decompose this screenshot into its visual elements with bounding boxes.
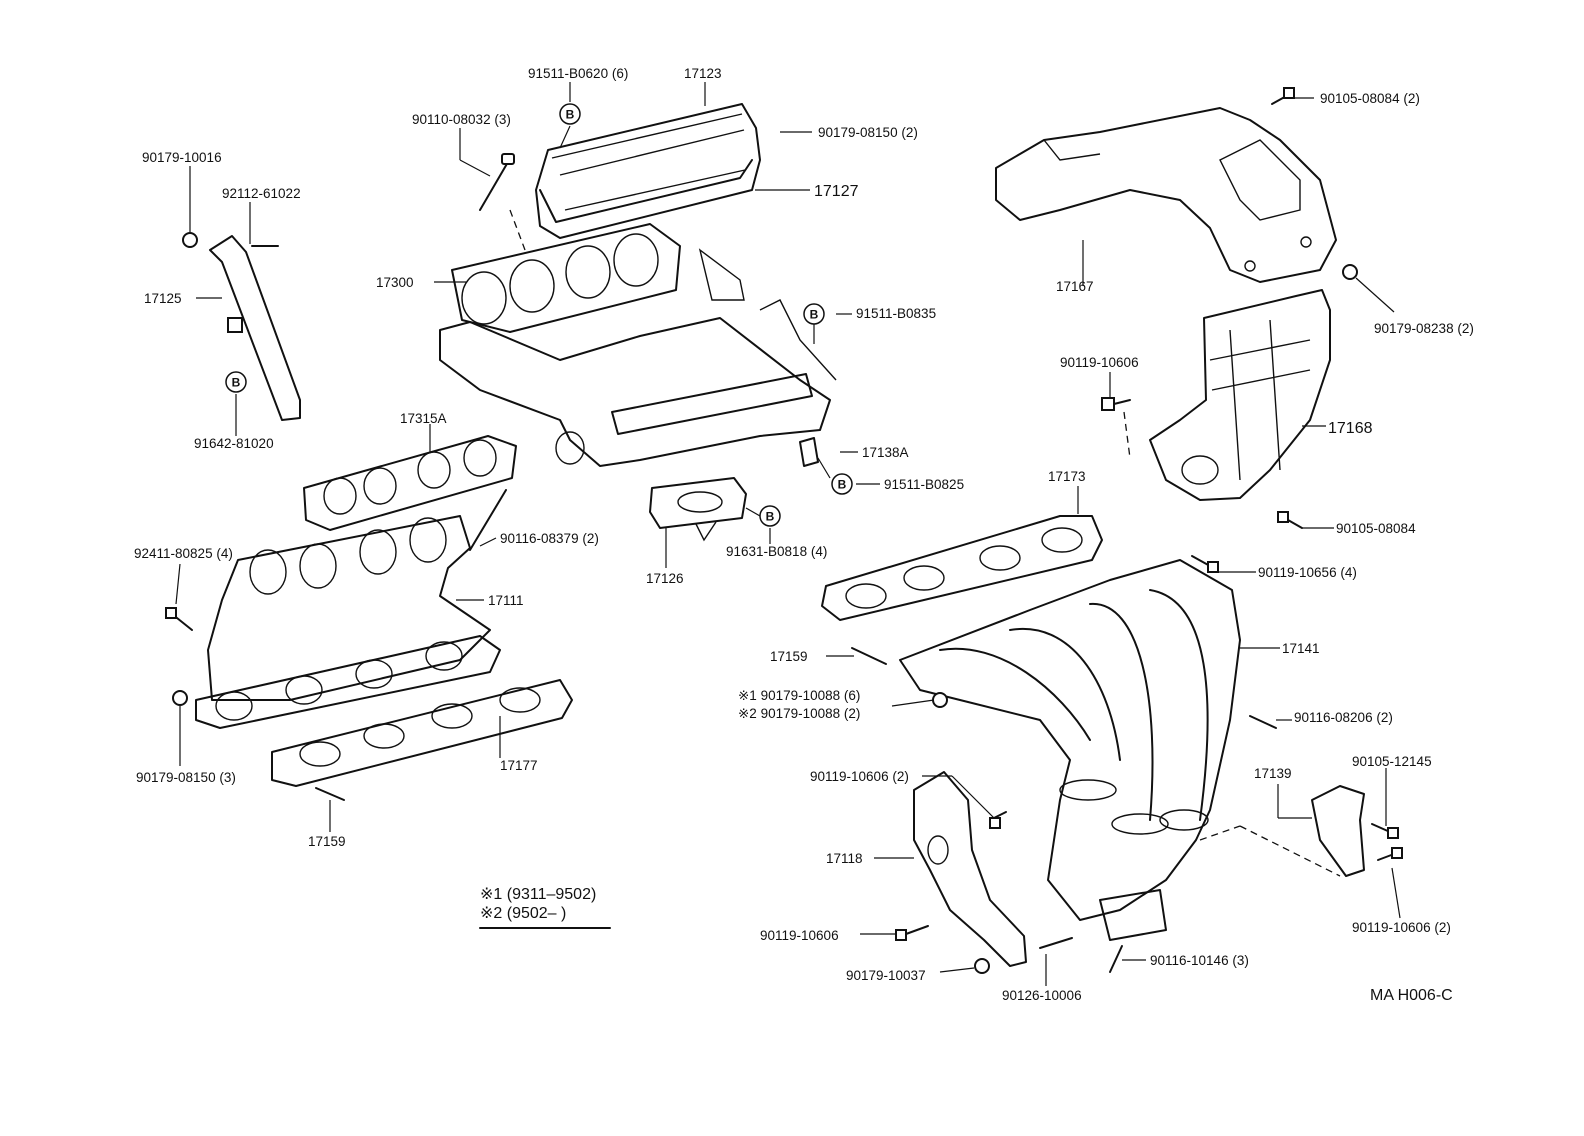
bracket-17126-part bbox=[649, 477, 747, 542]
label-17315a: 17315A bbox=[400, 411, 447, 426]
legend-line-2: ※2 (9502– ) bbox=[480, 905, 566, 922]
label-17177: 17177 bbox=[500, 758, 538, 773]
heat-insulator-17167-part bbox=[995, 107, 1337, 283]
label-17118: 17118 bbox=[826, 851, 863, 866]
label-91511-b0825: 91511-B0825 bbox=[884, 477, 964, 492]
intake-manifold-17111-part bbox=[195, 515, 501, 729]
part-labels: 91511-B0620 (6) 17123 90110-08032 (3) 90… bbox=[134, 66, 1474, 1003]
heat-insulator-17168-part bbox=[1149, 289, 1331, 501]
label-90119-10656: 90119-10656 (4) bbox=[1258, 565, 1357, 580]
stud-90126-10006-part bbox=[1039, 937, 1073, 949]
gasket-17173-part bbox=[821, 515, 1103, 621]
label-91631-b0818: 91631-B0818 (4) bbox=[726, 544, 827, 559]
label-90105-12145: 90105-12145 bbox=[1352, 754, 1432, 769]
bolt-92411-80825-part bbox=[165, 607, 193, 706]
stud-17159-left-part bbox=[315, 787, 345, 801]
svg-text:B: B bbox=[232, 376, 241, 390]
callout-b-1: B bbox=[559, 103, 581, 125]
label-17173: 17173 bbox=[1048, 469, 1086, 484]
intake-cover-17123-part bbox=[535, 103, 761, 239]
bracket-17118-part bbox=[913, 771, 1027, 967]
nut-90179-10037-part bbox=[974, 958, 990, 974]
nut-90179-10088-part bbox=[932, 692, 948, 708]
bolt-90105-08084-part bbox=[1277, 511, 1303, 529]
label-90116-08206: 90116-08206 (2) bbox=[1294, 710, 1393, 725]
label-90116-08379: 90116-08379 (2) bbox=[500, 531, 599, 546]
label-91642-81020: 91642-81020 bbox=[194, 436, 274, 451]
label-17168: 17168 bbox=[1328, 420, 1373, 437]
label-91511-b0620: 91511-B0620 (6) bbox=[528, 66, 628, 81]
label-17300: 17300 bbox=[376, 275, 414, 290]
stud-90116-08206-part bbox=[1249, 715, 1277, 729]
bolt-90119-10656-part bbox=[1191, 555, 1219, 573]
label-91511-b0835: 91511-B0835 bbox=[856, 306, 936, 321]
svg-text:B: B bbox=[566, 108, 575, 122]
gasket-17315a-part bbox=[303, 435, 517, 531]
label-90179-10088-2: ※2 90179-10088 (2) bbox=[738, 706, 860, 721]
label-17125: 17125 bbox=[144, 291, 182, 306]
label-17138a: 17138A bbox=[862, 445, 909, 460]
bracket-17138a-part bbox=[799, 437, 819, 467]
label-90179-10088-1: ※1 90179-10088 (6) bbox=[738, 688, 860, 703]
applicability-legend: ※1 (9311–9502) ※2 (9502– ) bbox=[479, 886, 611, 929]
svg-text:B: B bbox=[810, 308, 819, 322]
label-90105-08084: 90105-08084 bbox=[1336, 521, 1416, 536]
bolt-90110-08032-part bbox=[479, 153, 526, 251]
label-90179-10016: 90179-10016 bbox=[142, 150, 222, 165]
callout-b-3: B bbox=[803, 303, 825, 325]
label-90179-10037: 90179-10037 bbox=[846, 968, 926, 983]
nut-90179-08238-part bbox=[1342, 264, 1358, 280]
label-17123: 17123 bbox=[684, 66, 722, 81]
diagram-code: MA H006-C bbox=[1370, 987, 1453, 1004]
intake-manifold-17300-part bbox=[439, 223, 837, 467]
callout-b-5: B bbox=[759, 505, 781, 527]
bolt-90119-10606-left-part bbox=[989, 811, 1007, 829]
label-17111: 17111 bbox=[488, 593, 524, 608]
label-90119-10606-top: 90119-10606 bbox=[1060, 355, 1139, 370]
bolt-90105-08084-top-part bbox=[1271, 87, 1295, 105]
callout-b-4: B bbox=[831, 473, 853, 495]
label-92112-61022: 92112-61022 bbox=[222, 186, 301, 201]
label-90119-10606-right: 90119-10606 (2) bbox=[1352, 920, 1451, 935]
stud-90116-10146-part bbox=[1109, 945, 1123, 973]
exhaust-manifold-17141-part bbox=[899, 559, 1241, 941]
label-92411-80825: 92411-80825 (4) bbox=[134, 546, 233, 561]
stud-90116-08379-part bbox=[469, 489, 507, 551]
bolt-90119-10606-bottom-part bbox=[895, 925, 929, 941]
label-17139: 17139 bbox=[1254, 766, 1292, 781]
label-90179-08238: 90179-08238 (2) bbox=[1374, 321, 1474, 336]
bracket-17139-part bbox=[1199, 785, 1365, 877]
bolt-90105-12145-part bbox=[1371, 823, 1403, 861]
stud-17159-right-part bbox=[851, 647, 887, 665]
leader-lines bbox=[175, 82, 1401, 986]
label-17159-left: 17159 bbox=[308, 834, 346, 849]
label-17159-right: 17159 bbox=[770, 649, 808, 664]
callout-b-2: B bbox=[225, 371, 247, 393]
label-90110-08032: 90110-08032 (3) bbox=[412, 112, 511, 127]
svg-text:B: B bbox=[838, 478, 847, 492]
label-90119-10606-2: 90119-10606 (2) bbox=[810, 769, 909, 784]
legend-line-1: ※1 (9311–9502) bbox=[480, 886, 596, 903]
label-17126: 17126 bbox=[646, 571, 684, 586]
label-90119-10606-bottom: 90119-10606 bbox=[760, 928, 839, 943]
label-90179-08150-2: 90179-08150 (2) bbox=[818, 125, 918, 140]
label-90105-08084-2: 90105-08084 (2) bbox=[1320, 91, 1420, 106]
label-17167: 17167 bbox=[1056, 279, 1094, 294]
label-90126-10006: 90126-10006 bbox=[1002, 988, 1082, 1003]
label-17127: 17127 bbox=[814, 183, 859, 200]
stay-17125-part bbox=[182, 232, 301, 421]
gasket-17177-part bbox=[271, 679, 573, 787]
svg-text:B: B bbox=[766, 510, 775, 524]
label-90179-08150-3: 90179-08150 (3) bbox=[136, 770, 236, 785]
label-17141: 17141 bbox=[1282, 641, 1320, 656]
bolt-90119-10606-top-part bbox=[1101, 397, 1131, 459]
label-90116-10146: 90116-10146 (3) bbox=[1150, 953, 1249, 968]
